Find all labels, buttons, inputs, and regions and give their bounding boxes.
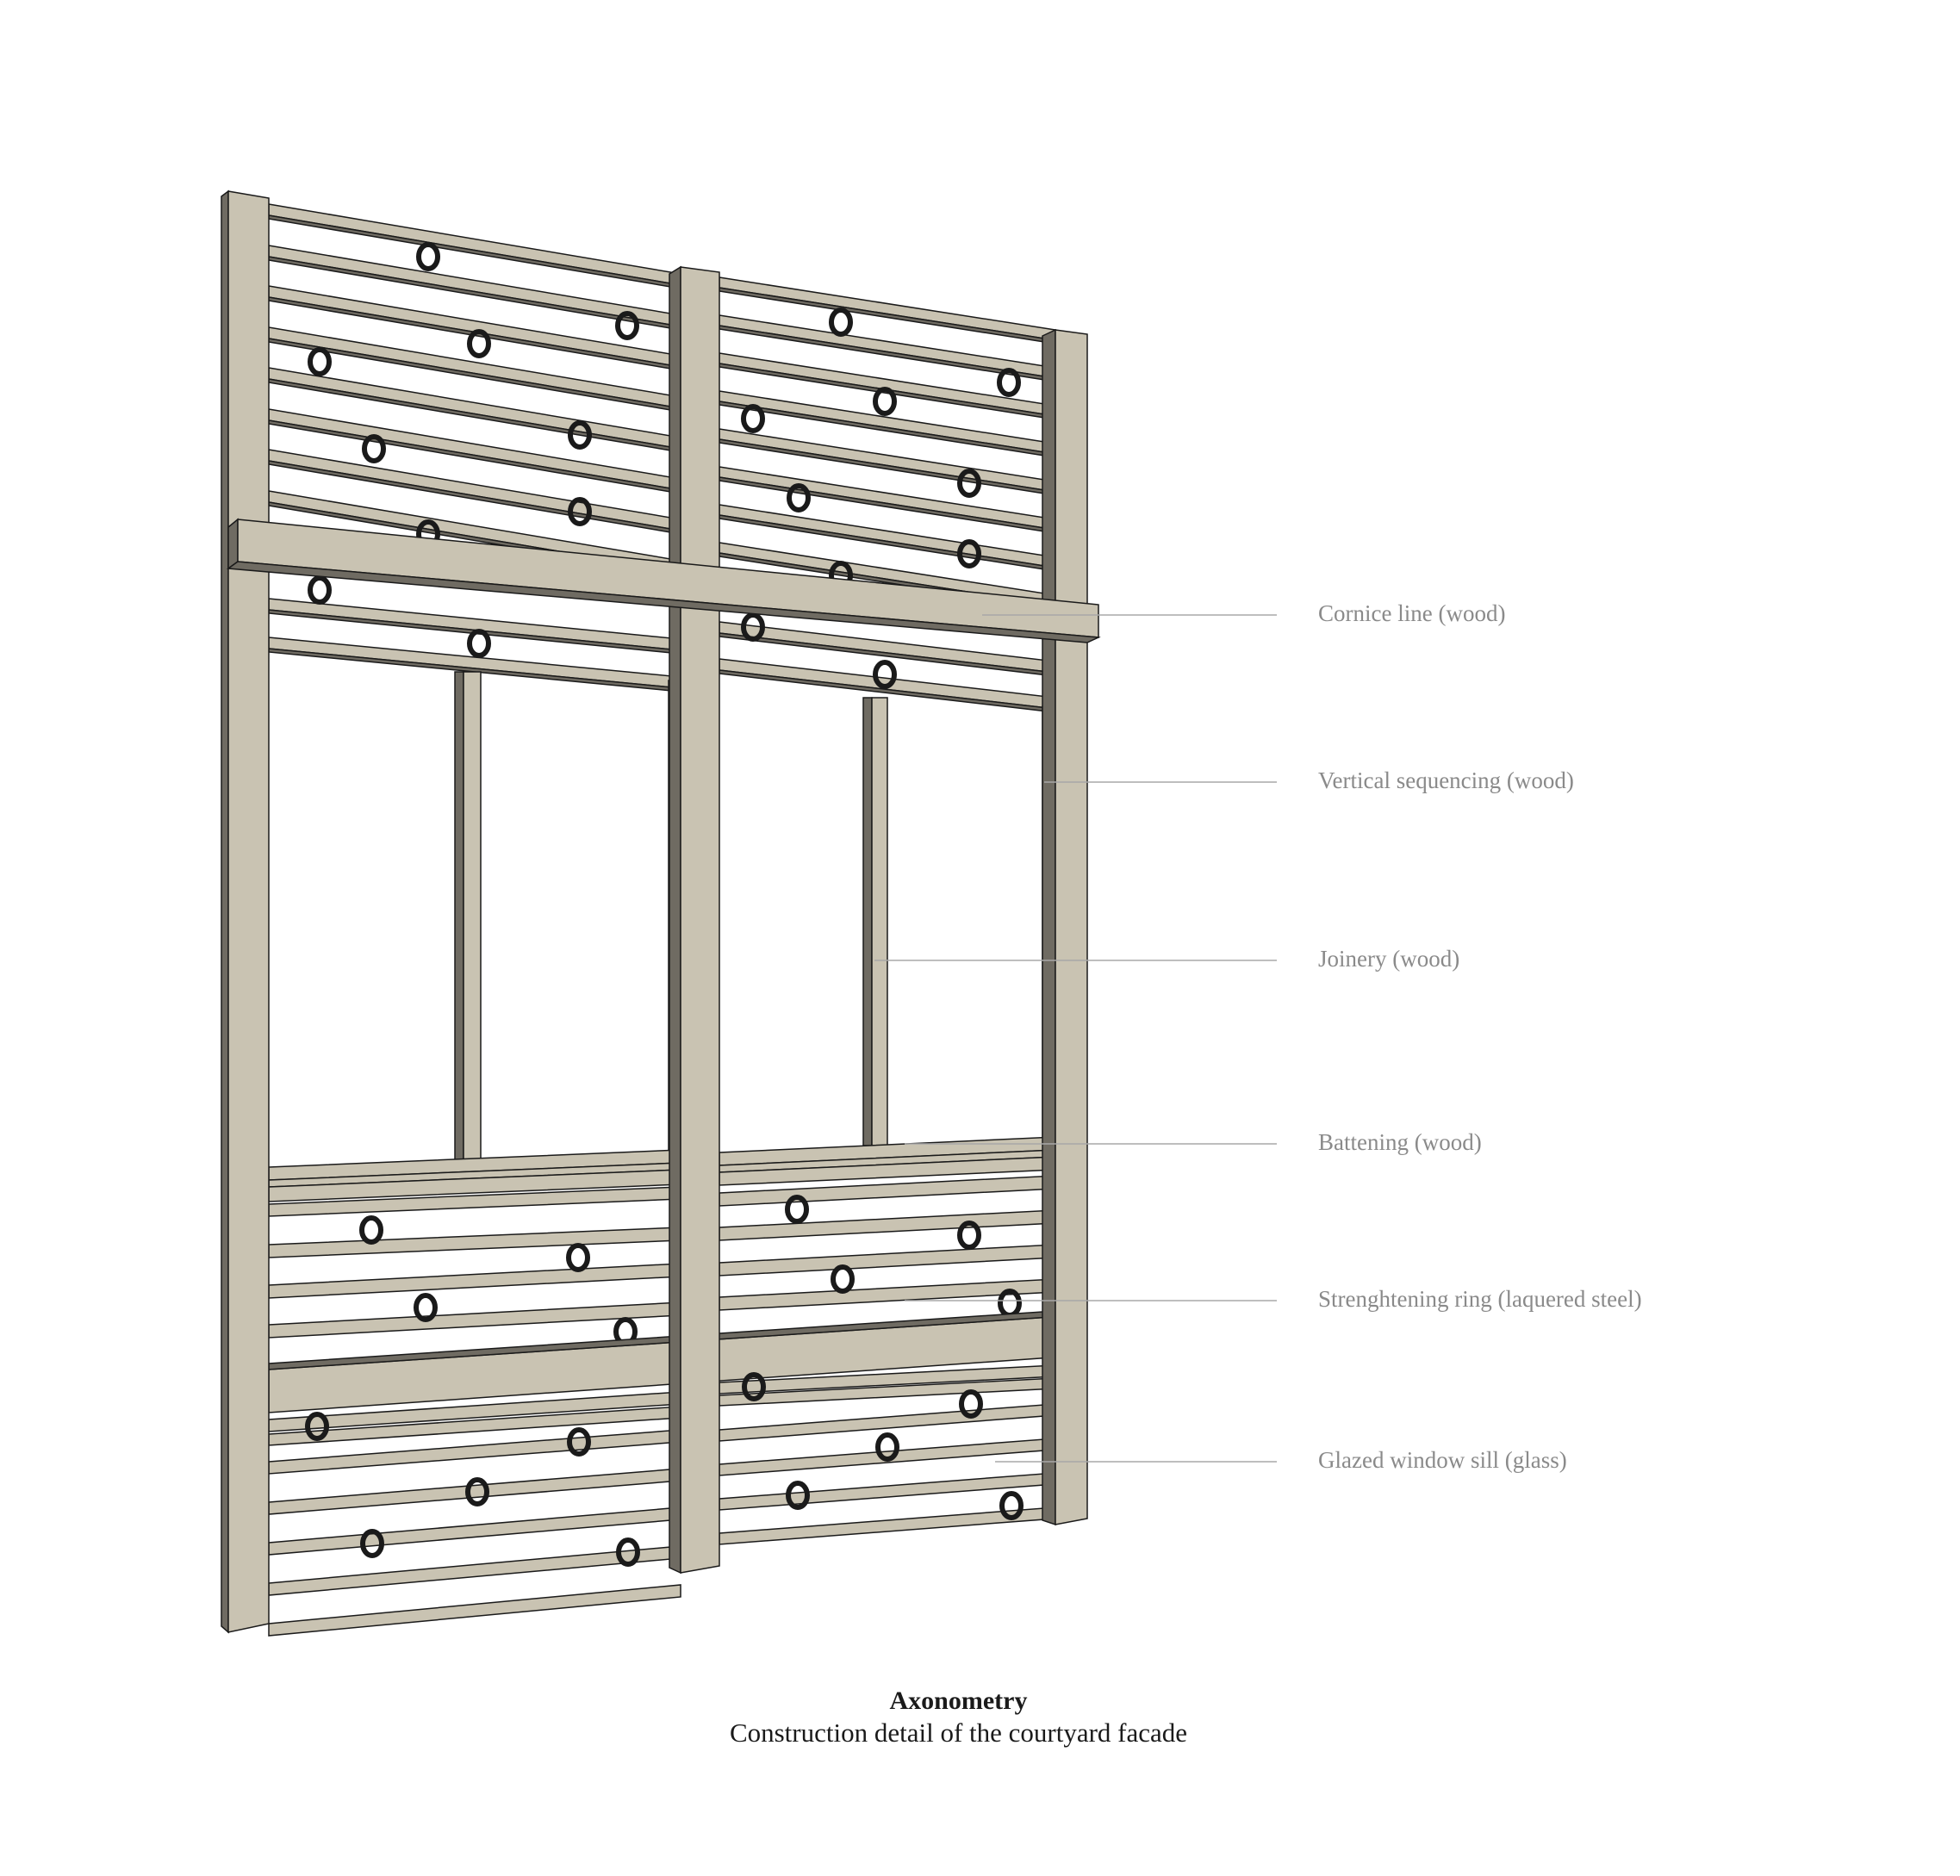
label-vertical-sequencing: Vertical sequencing (wood) [1318, 767, 1574, 794]
upper-right-battens [719, 276, 1056, 610]
label-cornice-line: Cornice line (wood) [1318, 600, 1506, 627]
window-jambs [668, 680, 1056, 1164]
label-glazed-window-sill: Glazed window sill (glass) [1318, 1447, 1567, 1474]
leader-lines [874, 614, 1277, 1463]
cornice [226, 518, 1101, 643]
lower-window-battens [268, 1136, 1056, 1339]
label-joinery: Joinery (wood) [1318, 946, 1460, 972]
bottom-battens [268, 1364, 1056, 1637]
upper-left-battens [268, 203, 681, 576]
label-battening: Battening (wood) [1318, 1129, 1482, 1156]
joinery-mullions [454, 671, 888, 1164]
figure-title: Axonometry [889, 1687, 1028, 1715]
figure-subtitle: Construction detail of the courtyard fac… [729, 1718, 1188, 1748]
label-strengthening-ring: Strenghtening ring (laquered steel) [1318, 1286, 1642, 1313]
